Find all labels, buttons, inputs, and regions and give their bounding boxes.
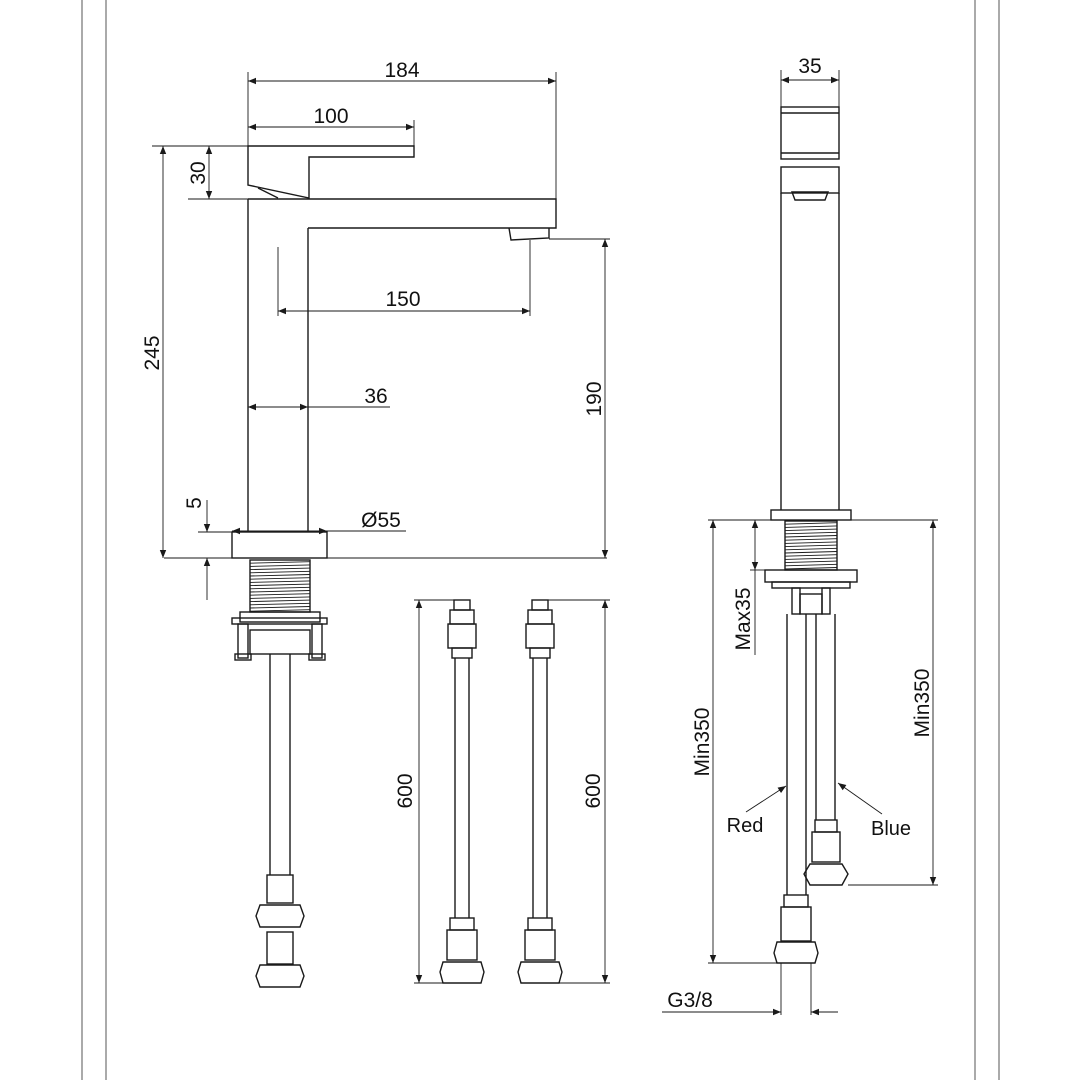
front-view-faucet: [164, 145, 607, 559]
dim-min-hose-2: Min350: [911, 669, 934, 738]
dim-max-counter: Max35: [732, 587, 755, 650]
side-hoses: [773, 614, 849, 964]
side-view-faucet: [770, 106, 852, 521]
dim-hose-length-2: 600: [582, 773, 605, 808]
side-shank: [784, 520, 838, 571]
faucet-spout: [248, 198, 557, 229]
page-frame: [81, 0, 1000, 1080]
dimension-lines: [152, 70, 938, 1016]
dim-total-length: 184: [384, 59, 419, 82]
dim-spout-reach: 150: [385, 288, 420, 311]
dimension-labels: 184 100 30 245 150 190 36 Ø55 5 35 600 6…: [141, 55, 934, 1012]
dim-handle-height: 30: [187, 161, 210, 184]
dim-base-height: 5: [183, 497, 206, 509]
label-blue: Blue: [871, 818, 911, 840]
hose-right: [517, 599, 563, 984]
label-red: Red: [727, 815, 764, 837]
faucet-aerator: [508, 227, 550, 241]
dim-min-hose-1: Min350: [691, 708, 714, 777]
dim-side-width: 35: [798, 55, 821, 78]
dim-handle-length: 100: [313, 105, 348, 128]
front-shank: [249, 559, 311, 613]
dim-body-width: 36: [364, 385, 387, 408]
dim-hose-length-1: 600: [394, 773, 417, 808]
faucet-base: [231, 531, 328, 559]
dim-total-height: 245: [141, 335, 164, 370]
front-hoses: [255, 654, 305, 988]
dim-spout-height: 190: [583, 381, 606, 416]
dim-base-diameter: Ø55: [361, 509, 401, 532]
faucet-handle: [247, 145, 415, 199]
front-mount: [231, 611, 328, 661]
hose-left: [439, 599, 485, 984]
dim-thread: G3/8: [667, 989, 713, 1012]
side-mount: [764, 569, 858, 615]
